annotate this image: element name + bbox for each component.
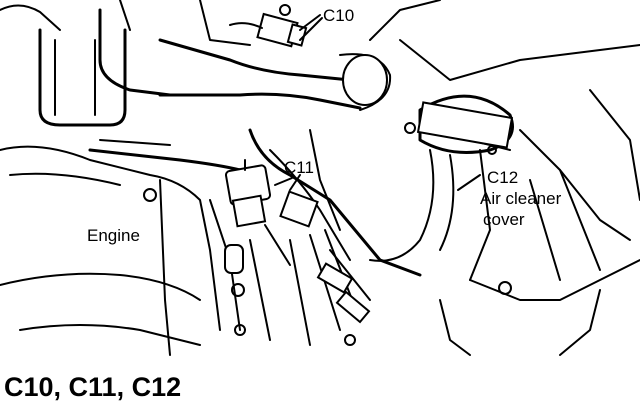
figure-caption: C10, C11, C12: [4, 372, 182, 402]
label-c11: C11: [284, 158, 314, 177]
connector-c11: [224, 159, 319, 266]
label-c10: C10: [323, 6, 355, 25]
air-cleaner-assembly: [369, 0, 640, 356]
engine-bay-illustration: [0, 0, 640, 356]
label-air-cleaner: Air cleaner: [480, 189, 562, 208]
engine-block-outline: [0, 4, 221, 356]
leader-lines: [274, 17, 481, 191]
connector-c10: [229, 12, 321, 48]
upper-hoses: [38, 0, 392, 127]
label-engine: Engine: [87, 226, 140, 245]
central-harness: [88, 128, 422, 346]
label-cover: cover: [483, 210, 525, 229]
label-c12: C12: [487, 168, 519, 187]
